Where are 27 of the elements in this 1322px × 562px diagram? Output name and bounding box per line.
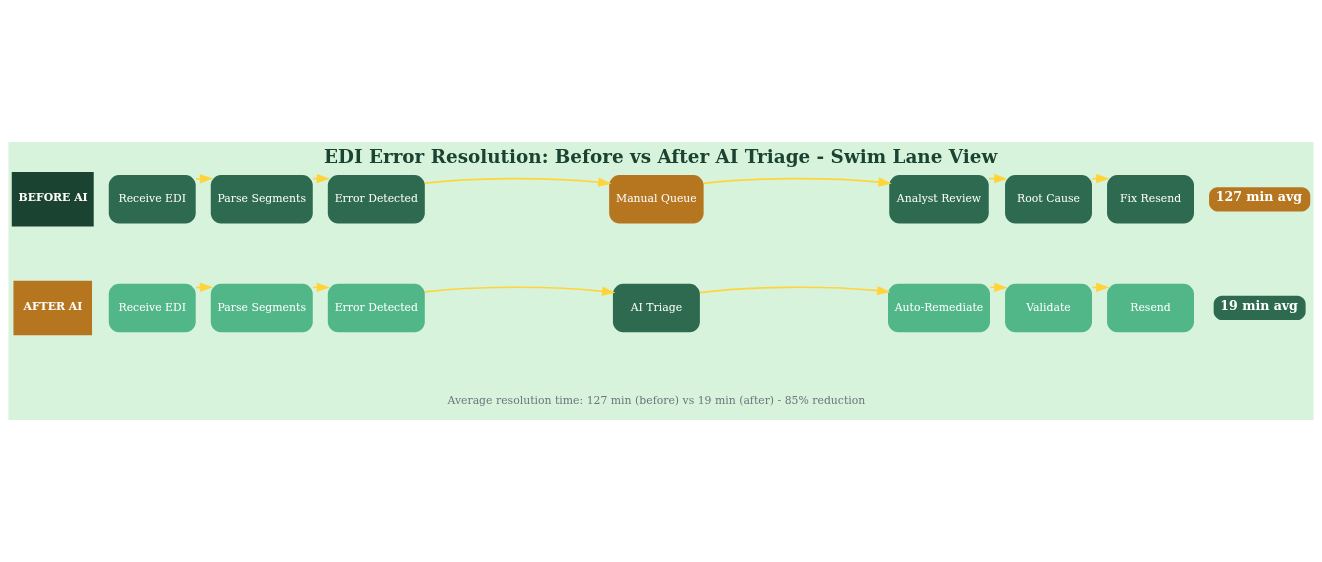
arrow bbox=[703, 177, 892, 187]
arrow bbox=[195, 174, 214, 184]
node-box: Error Detected bbox=[327, 283, 425, 333]
node-box: AFTER AI bbox=[13, 280, 93, 336]
arrow bbox=[424, 286, 616, 296]
caption: Average resolution time: 127 min (before) vs 19 min (after) - 85% reduction bbox=[447, 394, 866, 408]
node-box: Root Cause bbox=[1005, 175, 1092, 224]
node-box: 127 min avg bbox=[1209, 187, 1311, 212]
arrow bbox=[424, 177, 612, 187]
arrow bbox=[989, 282, 1008, 292]
node-box: AI Triage bbox=[612, 283, 700, 333]
arrow bbox=[699, 285, 891, 296]
node-box: BEFORE AI bbox=[11, 172, 94, 227]
node-box: Analyst Review bbox=[889, 175, 989, 224]
node-box: Receive EDI bbox=[108, 283, 196, 333]
node-box: Parse Segments bbox=[210, 175, 313, 224]
node-box: Auto-Remediate bbox=[888, 283, 990, 333]
node-box: Manual Queue bbox=[609, 175, 704, 224]
node-box: Error Detected bbox=[327, 175, 425, 224]
node-box: Receive EDI bbox=[108, 175, 196, 224]
node-box: Resend bbox=[1107, 283, 1194, 333]
node-box: Validate bbox=[1005, 283, 1092, 333]
diagram-title: EDI Error Resolution: Before vs After AI Triage - Swim Lane View bbox=[324, 145, 998, 167]
node-box: Fix Resend bbox=[1107, 175, 1194, 224]
arrow bbox=[312, 282, 331, 292]
node-box: 19 min avg bbox=[1213, 295, 1306, 321]
node-box: Parse Segments bbox=[210, 283, 313, 333]
